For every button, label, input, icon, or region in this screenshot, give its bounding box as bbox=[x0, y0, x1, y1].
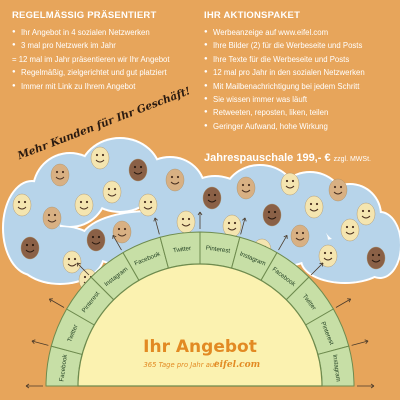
arrows bbox=[25, 211, 375, 389]
arrow-icon bbox=[278, 234, 288, 251]
segment-label: Instagram bbox=[331, 354, 342, 382]
smiley-face-icon bbox=[112, 220, 132, 244]
smiley-face-icon bbox=[176, 210, 196, 234]
right-item: Geringer Aufwand, hohe Wirkung bbox=[204, 120, 365, 134]
arrow-icon bbox=[25, 383, 43, 389]
hub-subtitle: 365 Tage pro Jahr auf bbox=[143, 361, 218, 369]
smiley-face-icon bbox=[318, 244, 338, 268]
segment-label: Pinterest bbox=[205, 245, 230, 255]
smiley-face-icon bbox=[74, 193, 94, 217]
arrow-icon bbox=[357, 383, 375, 389]
price-amount: Jahrespauschale 199,- € bbox=[204, 152, 331, 164]
smiley-face-icon bbox=[62, 250, 82, 274]
left-item: Regelmäßig, zielgerichtet und gut platzi… bbox=[12, 66, 170, 80]
smiley-face-icon bbox=[165, 168, 185, 192]
segment-label: Facebook bbox=[58, 353, 69, 382]
right-item: 12 mal pro Jahr in den sozialen Netzwerk… bbox=[204, 66, 365, 80]
left-feature-list: Ihr Angebot in 4 sozialen Netzwerken 3 m… bbox=[12, 26, 170, 93]
arrow-icon bbox=[310, 262, 324, 276]
smiley-face-icon bbox=[236, 176, 256, 200]
left-column-title: REGELMÄSSIG PRÄSENTIERT bbox=[12, 10, 157, 21]
segment-label: Twitter bbox=[173, 245, 192, 254]
smiley-face-icon bbox=[20, 236, 40, 260]
arrow-icon bbox=[153, 217, 160, 235]
smiley-face-icon bbox=[202, 186, 222, 210]
arrow-icon bbox=[31, 339, 49, 346]
left-item: Ihr Angebot in 4 sozialen Netzwerken bbox=[12, 26, 170, 40]
hub-title: Ihr Angebot bbox=[143, 337, 257, 357]
smiley-face-icon bbox=[12, 193, 32, 217]
smiley-face-icon bbox=[366, 246, 386, 270]
arrow-icon bbox=[240, 217, 247, 235]
arrow-icon bbox=[76, 262, 90, 276]
smiley-face-icon bbox=[340, 218, 360, 242]
smiley-face-icon bbox=[90, 146, 110, 170]
smiley-face-icon bbox=[138, 193, 158, 217]
right-item: Retweeten, reposten, liken, teilen bbox=[204, 106, 365, 120]
arrow-icon bbox=[197, 211, 203, 229]
offer-hub: Ihr Angebot 365 Tage pro Jahr auf eifel.… bbox=[77, 263, 323, 387]
right-feature-list: Werbeanzeige auf www.eifel.com Ihre Bild… bbox=[204, 26, 365, 134]
arc-segment: Twitter bbox=[50, 308, 96, 356]
right-item: Ihre Texte für die Werbeseite und Posts bbox=[204, 53, 365, 67]
price-label: Jahrespauschale 199,- € zzgl. MWSt. bbox=[204, 152, 371, 164]
smiley-face-icon bbox=[42, 206, 62, 230]
smiley-face-icon bbox=[262, 203, 282, 227]
smiley-face-icon bbox=[86, 228, 106, 252]
arrow-icon bbox=[112, 234, 122, 251]
left-item: = 12 mal im Jahr präsentieren wir Ihr An… bbox=[12, 54, 170, 64]
arrow-icon bbox=[335, 298, 352, 308]
right-item: Ihre Bilder (2) für die Werbeseite und P… bbox=[204, 39, 365, 53]
left-item: 3 mal pro Netzwerk im Jahr bbox=[12, 39, 170, 53]
left-item: Immer mit Link zu Ihrem Angebot bbox=[12, 80, 170, 94]
smiley-face-icon bbox=[50, 163, 70, 187]
smiley-face-icon bbox=[280, 172, 300, 196]
smiley-face-icon bbox=[328, 178, 348, 202]
right-item: Mit Mailbenachrichtigung bei jedem Schri… bbox=[204, 80, 365, 94]
hub-brand: eifel.com bbox=[214, 360, 260, 370]
right-item: Werbeanzeige auf www.eifel.com bbox=[204, 26, 365, 40]
smiley-face-icon bbox=[304, 195, 324, 219]
right-column-title: IHR AKTIONSPAKET bbox=[204, 10, 301, 21]
arrow-icon bbox=[351, 339, 369, 346]
smiley-face-icon bbox=[128, 158, 148, 182]
smiley-face-icon bbox=[102, 180, 122, 204]
smiley-face-icon bbox=[356, 202, 376, 226]
smiley-face-icon bbox=[290, 224, 310, 248]
arrow-icon bbox=[48, 298, 65, 308]
price-vat: zzgl. MWSt. bbox=[333, 156, 371, 163]
right-item: Sie wissen immer was läuft bbox=[204, 93, 365, 107]
